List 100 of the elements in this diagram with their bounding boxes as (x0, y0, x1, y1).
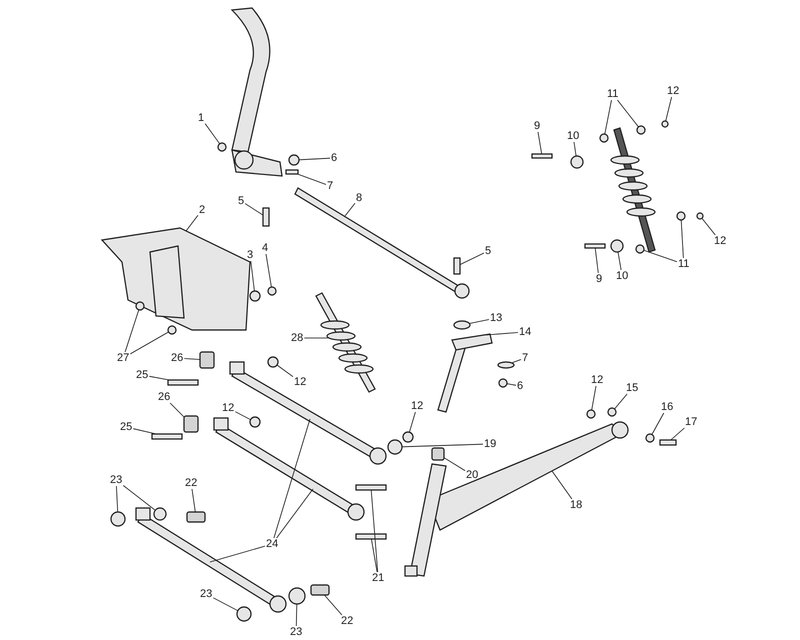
callout-number: 9 (533, 120, 542, 132)
leader-line (344, 202, 356, 216)
screw (167, 325, 177, 335)
leader-line (124, 309, 140, 352)
bolt (659, 439, 677, 446)
callout-number: 24 (265, 538, 280, 550)
leader-line (370, 490, 378, 572)
hex-nut (586, 409, 596, 419)
leader-line (591, 386, 596, 410)
bushing (110, 511, 126, 527)
hex-nut (635, 244, 645, 254)
callout-number: 10 (615, 270, 630, 282)
trailing-arm (404, 421, 629, 577)
hex-nut (288, 154, 300, 166)
callout-number: 23 (289, 626, 304, 638)
leader-line (460, 252, 484, 265)
leader-line (617, 100, 639, 128)
sleeve (310, 584, 330, 596)
hex-nut (661, 120, 669, 128)
bolt (453, 320, 471, 330)
callout-number: 12 (221, 402, 236, 414)
leader-line (204, 123, 220, 144)
hex-nut (676, 211, 686, 221)
callout-number: 12 (410, 400, 424, 412)
control-arm (135, 507, 287, 613)
callout-number: 5 (237, 195, 246, 207)
leader-line (234, 411, 251, 420)
leader-line (665, 96, 672, 122)
leader-line (618, 252, 622, 270)
leader-line (210, 546, 266, 562)
bolt (531, 153, 553, 159)
leader-line (680, 220, 684, 258)
leader-line (276, 488, 314, 538)
leader-line (402, 444, 484, 448)
bolt (355, 484, 387, 491)
leader-line (184, 358, 200, 360)
leader-line (266, 254, 272, 288)
callout-number: 23 (109, 474, 124, 486)
leader-line (604, 100, 612, 134)
leader-line (643, 250, 678, 262)
callout-number: 22 (184, 477, 198, 489)
callout-number: 11 (677, 258, 690, 270)
hex-nut (607, 407, 617, 417)
washer (570, 155, 584, 169)
frame-bracket (100, 227, 251, 331)
hex-nut (249, 290, 261, 302)
callout-number: 1 (197, 112, 206, 124)
callout-number: 15 (625, 382, 640, 394)
bushing (431, 447, 445, 461)
leader-line (371, 538, 378, 572)
leader-line (511, 359, 522, 364)
tie-rod (294, 187, 470, 299)
callout-number: 7 (521, 352, 530, 364)
mounting-bracket (199, 351, 215, 369)
steering-arm (437, 333, 493, 413)
leader-line (409, 412, 416, 433)
callout-number: 6 (330, 152, 338, 164)
leader-line (298, 158, 330, 160)
leader-line (486, 332, 518, 336)
leader-line (652, 412, 664, 435)
leader-line (574, 142, 576, 156)
bushing (236, 606, 252, 622)
leader-line (506, 383, 516, 386)
leader-line (212, 597, 238, 612)
callout-number: 7 (326, 180, 334, 192)
hex-nut (267, 356, 279, 368)
callout-number: 25 (135, 369, 150, 381)
callout-number: 6 (516, 380, 524, 392)
leader-line (670, 428, 685, 440)
callout-number: 21 (371, 572, 386, 584)
leader-line (244, 203, 264, 216)
leader-line (297, 174, 326, 185)
callout-number: 17 (684, 416, 698, 428)
screw (135, 301, 145, 311)
callout-number: 12 (293, 376, 308, 388)
leader-line (552, 470, 572, 500)
leader-line (538, 132, 542, 154)
hex-nut (696, 212, 704, 220)
bushing (153, 507, 167, 521)
washer (610, 239, 624, 253)
leader-line (130, 332, 169, 354)
leader-line (250, 260, 255, 292)
callout-number: 22 (340, 615, 354, 627)
sleeve (186, 511, 206, 523)
callout-number: 4 (261, 242, 270, 254)
washer (387, 439, 403, 455)
callout-number: 8 (355, 192, 364, 204)
callout-number: 13 (489, 312, 504, 324)
hex-nut (402, 431, 414, 443)
bolt (584, 243, 606, 249)
leader-line (702, 218, 716, 236)
callout-number: 27 (116, 352, 130, 364)
hex-nut (599, 133, 609, 143)
hex-nut (498, 378, 508, 388)
callout-number: 9 (595, 273, 604, 285)
bolt (355, 533, 387, 540)
leader-line (444, 457, 466, 471)
callout-number: 18 (569, 499, 584, 511)
leader-line (170, 402, 184, 418)
callout-number: 10 (566, 130, 580, 142)
